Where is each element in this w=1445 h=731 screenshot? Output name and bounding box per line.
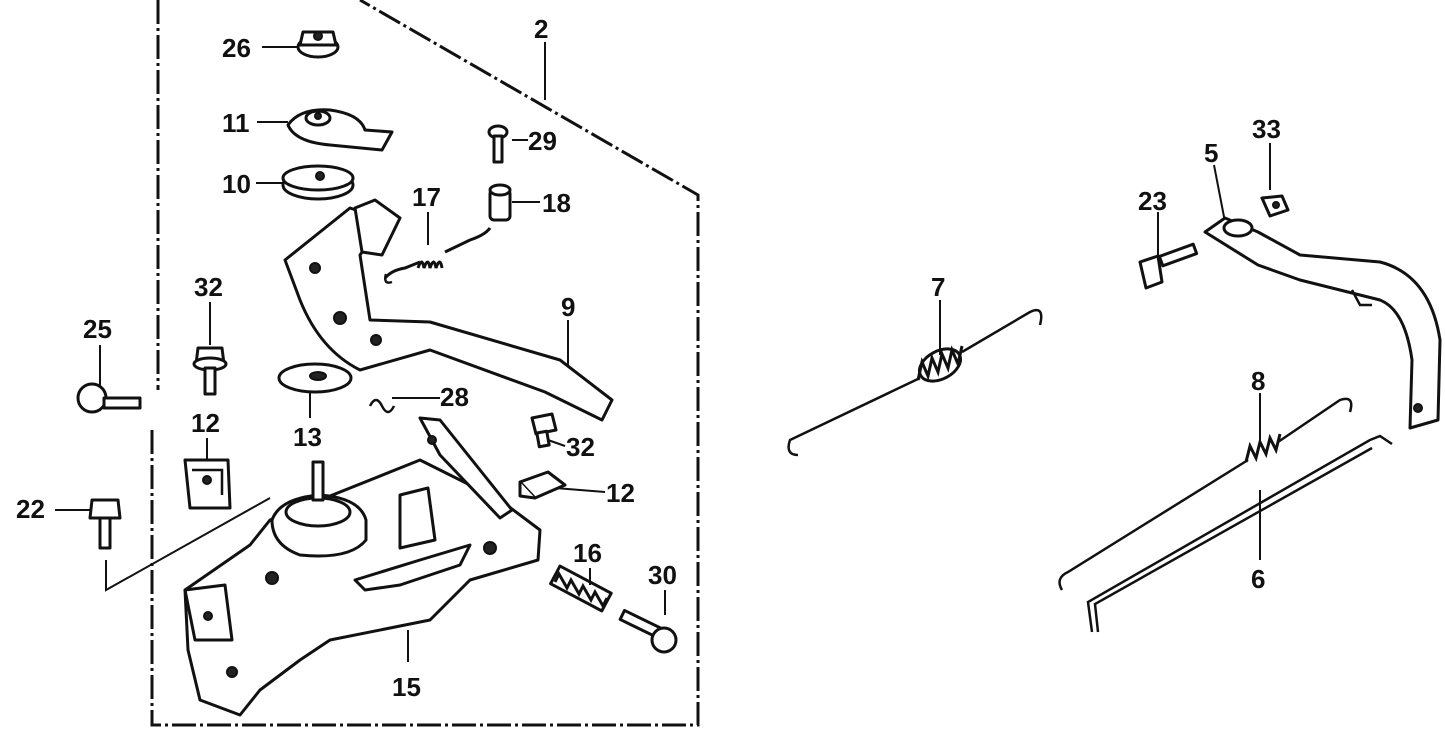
part-33-nut (1260, 194, 1290, 218)
part-30-bolt (618, 608, 678, 654)
callout-18: 18 (542, 188, 571, 218)
part-12-spring-clip-right (518, 470, 567, 500)
leader-lines (55, 42, 1271, 662)
part-17-small-spring (383, 227, 492, 284)
part-7-spring-rod (787, 308, 1043, 457)
part-25-bolt (76, 382, 142, 414)
callout-17: 17 (412, 182, 441, 212)
callout-16: 16 (573, 538, 602, 568)
part-8-spring-rod (1058, 397, 1353, 591)
part-6-link-rod (1086, 434, 1393, 633)
callout-29: 29 (528, 126, 557, 156)
part-9-control-lever (283, 198, 614, 422)
part-10-washer (281, 164, 355, 201)
callout-22: 22 (16, 494, 45, 524)
callout-10: 10 (222, 169, 251, 199)
part-15-base-plate (183, 416, 542, 717)
part-23-bolt (1138, 242, 1199, 290)
callout-6: 6 (1251, 564, 1265, 594)
callout-8: 8 (1251, 366, 1265, 396)
callout-2: 2 (534, 14, 548, 44)
part-22-bolt (88, 498, 122, 550)
part-26-flange-nut (296, 30, 340, 59)
part-13-washer (277, 362, 353, 394)
callout-5: 5 (1204, 138, 1218, 168)
part-29-screw (487, 124, 509, 164)
part-5-throttle-arm (1203, 216, 1442, 430)
part-18-pivot-collar (488, 183, 512, 222)
part-12-spring-clip-left (183, 458, 232, 510)
callout-9: 9 (561, 292, 575, 322)
part-16-compression-spring (549, 564, 613, 613)
part-28-clip (368, 398, 396, 414)
callout-labels: 2 26 11 29 10 17 18 32 9 25 28 13 12 32 … (16, 14, 1281, 702)
callout-26: 26 (222, 33, 251, 63)
callout-11: 11 (222, 108, 250, 138)
callout-12: 12 (191, 408, 220, 438)
callout-23: 23 (1138, 186, 1167, 216)
callout-28: 28 (440, 382, 469, 412)
part-32-flange-bolt-lower (530, 412, 558, 449)
part-11-governor-plate (286, 108, 394, 152)
callout-7: 7 (931, 272, 945, 302)
callout-32: 32 (194, 272, 223, 302)
assembly-boundary (150, 0, 700, 727)
callout-33: 33 (1252, 114, 1281, 144)
callout-25: 25 (83, 314, 112, 344)
callout-30: 30 (648, 560, 677, 590)
callout-15: 15 (392, 672, 421, 702)
callout-13: 13 (293, 422, 322, 452)
callout-32: 32 (566, 432, 595, 462)
part-32-flange-bolt-upper (192, 346, 228, 396)
callout-12: 12 (606, 478, 635, 508)
